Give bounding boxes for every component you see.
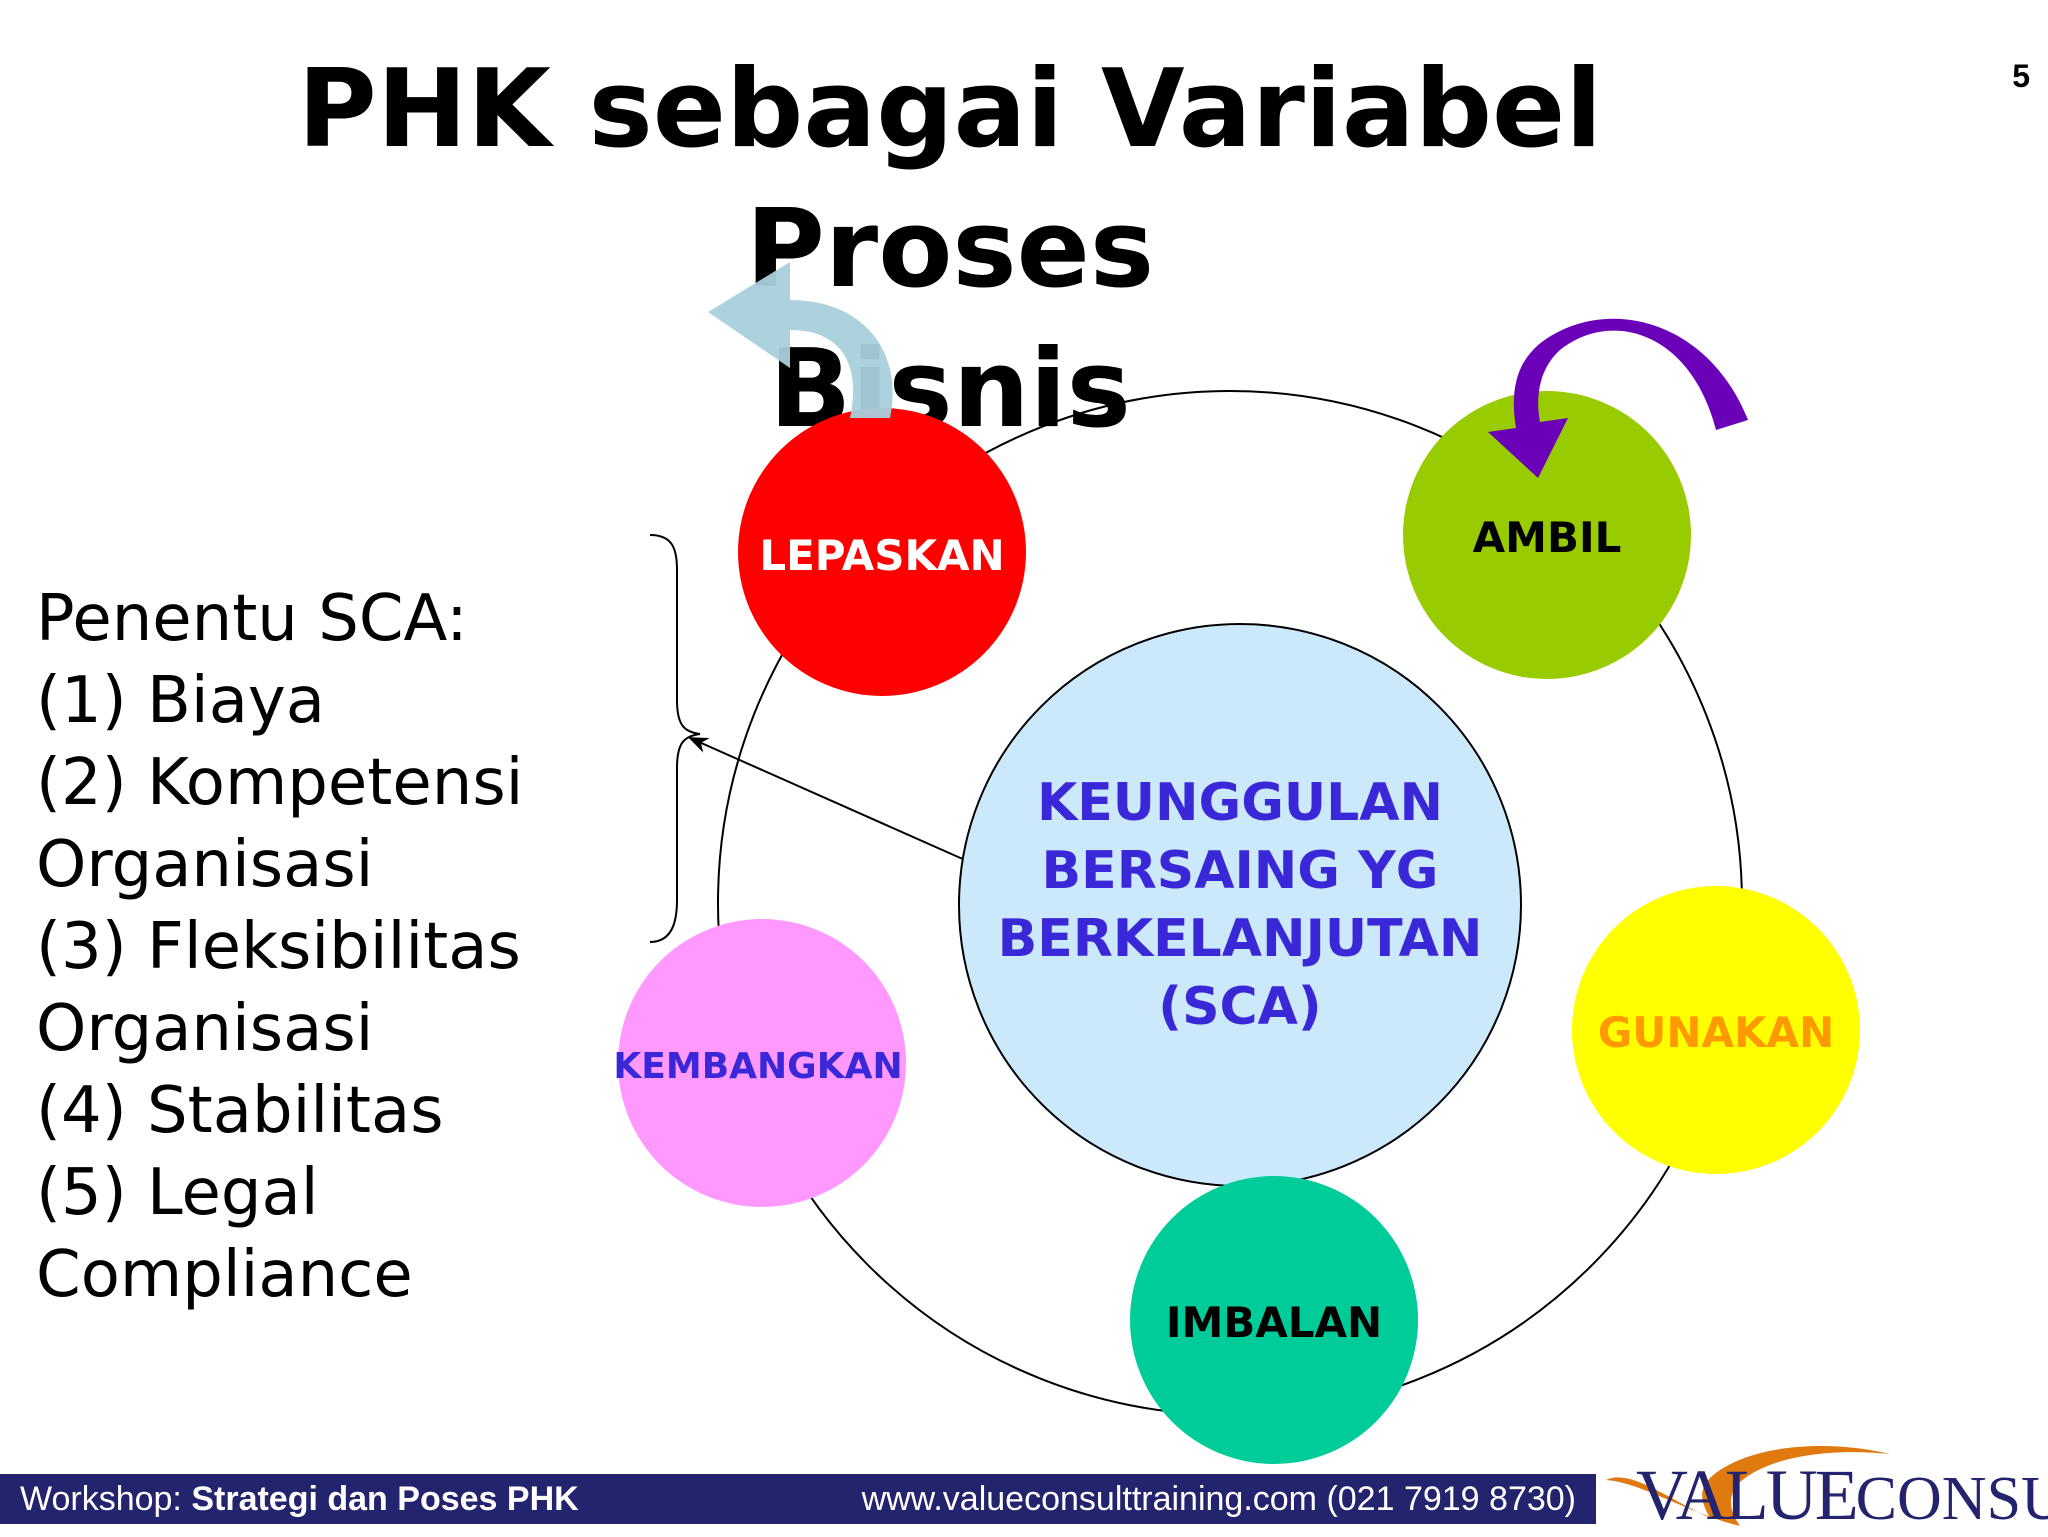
logo-text-value: VALUE — [1636, 1455, 1859, 1535]
node-ambil-label: AMBIL — [1473, 513, 1622, 562]
entry-arrow-icon — [1488, 318, 1748, 478]
slide-title: PHK sebagai Variabel Proses Bisnis — [150, 40, 1750, 460]
logo-text-consult: CONSULT — [1855, 1465, 2048, 1533]
footer-workshop-label: Workshop: — [20, 1480, 182, 1518]
node-lepaskan-label: LEPASKAN — [759, 531, 1004, 580]
list-item: Compliance — [36, 1238, 413, 1312]
footer-workshop-title: Strategi dan Poses PHK — [191, 1480, 579, 1518]
node-gunakan-label: GUNAKAN — [1598, 1008, 1834, 1057]
node-ambil — [1403, 391, 1691, 679]
page-number: 5 — [2012, 58, 2030, 94]
list-item: (5) Legal — [36, 1156, 319, 1230]
center-label-line: (SCA) — [1158, 977, 1321, 1037]
node-imbalan — [1130, 1176, 1418, 1464]
node-kembangkan-label: KEMBANGKAN — [613, 1046, 902, 1087]
list-item: (4) Stabilitas — [36, 1074, 444, 1148]
logo-swoosh-icon — [1606, 1446, 1890, 1526]
node-imbalan-label: IMBALAN — [1166, 1298, 1382, 1347]
list-item: Organisasi — [36, 992, 374, 1066]
list-item: (1) Biaya — [36, 664, 325, 738]
list-item: (3) Fleksibilitas — [36, 910, 521, 984]
list-item: Organisasi — [36, 828, 374, 902]
footer-workshop: Workshop: Strategi dan Poses PHK — [20, 1474, 579, 1524]
node-lepaskan — [738, 408, 1026, 696]
slide-title-line-1: PHK sebagai Variabel Proses — [297, 47, 1603, 312]
pointer-arrow — [688, 737, 1011, 881]
list-heading: Penentu SCA: — [36, 582, 468, 656]
center-circle — [958, 623, 1522, 1187]
node-kembangkan — [618, 919, 906, 1207]
valueconsult-logo: VALUECONSULT — [1600, 1430, 2048, 1536]
list-item: (2) Kompetensi — [36, 746, 524, 820]
center-label-line: BERKELANJUTAN — [998, 909, 1483, 969]
footer-bar: Workshop: Strategi dan Poses PHK www.val… — [0, 1474, 1596, 1524]
footer-contact: www.valueconsulttraining.com (021 7919 8… — [861, 1480, 1576, 1518]
node-gunakan — [1572, 886, 1860, 1174]
sca-determinants-list: Penentu SCA: (1) Biaya (2) Kompetensi Or… — [36, 578, 676, 1316]
logo-text: VALUECONSULT — [1636, 1454, 2048, 1537]
center-label-line: KEUNGGULAN — [1037, 773, 1443, 833]
center-label-line: BERSAING YG — [1042, 841, 1439, 901]
exit-arrow-icon — [708, 262, 893, 418]
list-bracket — [649, 534, 701, 943]
